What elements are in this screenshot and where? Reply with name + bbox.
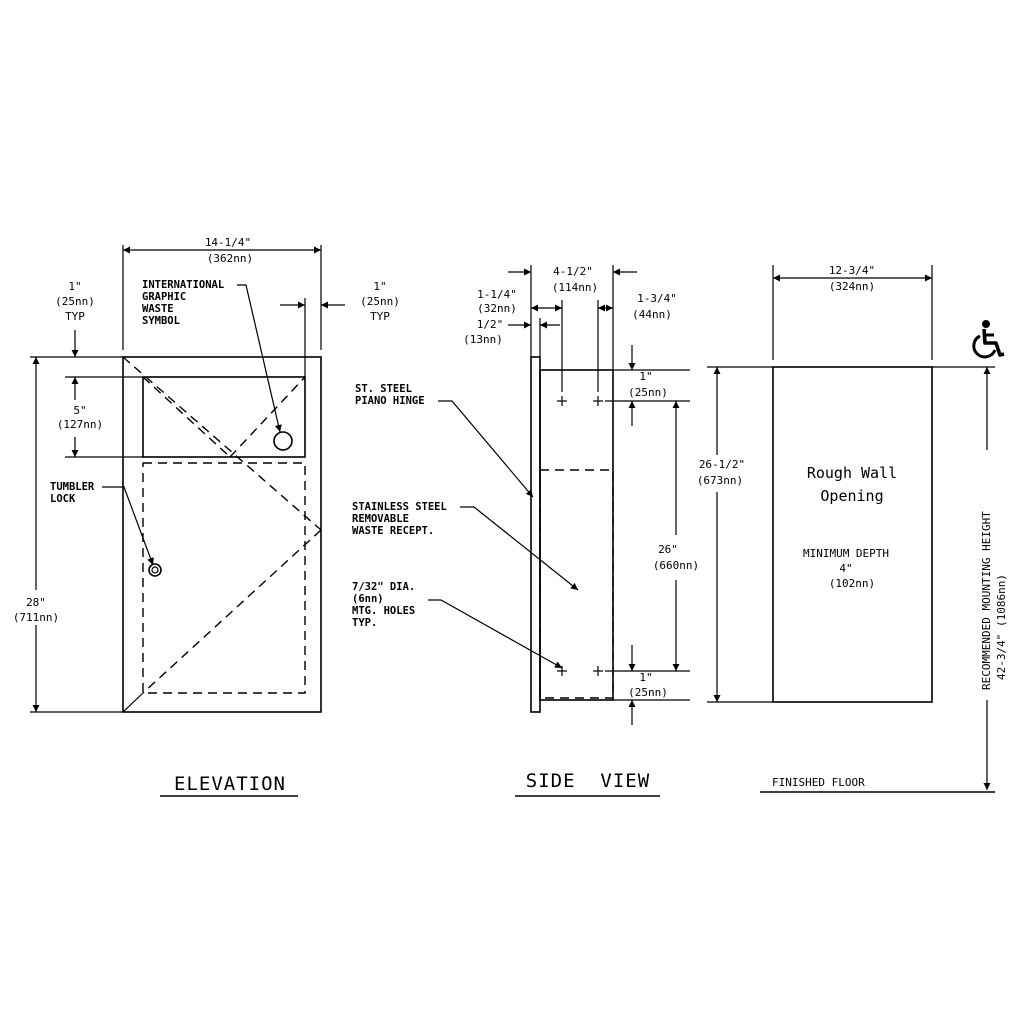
side-view-title: SIDE VIEW — [526, 770, 650, 792]
opening-label-2: Opening — [820, 487, 883, 505]
hinge-offset-dim-mm: (32nn) — [477, 302, 517, 315]
holes-label-2: (6nn) — [352, 593, 384, 605]
side-view: 4-1/2" (114nn) 1-1/4" (32nn) 1/2" (13nn)… — [352, 265, 699, 797]
holes-label-4: TYP. — [352, 617, 377, 629]
depth-label-2: 4" — [839, 562, 852, 575]
mounting-height-label: RECOMMENDED MOUNTING HEIGHT — [980, 511, 993, 690]
hole-spacing-dim-mm: (660nn) — [653, 559, 699, 572]
hinge-offset-dim: 1-1/4" — [477, 288, 517, 301]
elevation-title: ELEVATION — [174, 773, 286, 795]
rear-offset-dim-mm: (44nn) — [632, 308, 672, 321]
door-outline — [142, 462, 306, 694]
rear-offset-dim: 1-3/4" — [637, 292, 677, 305]
hinge-label-2: PIANO HINGE — [355, 395, 425, 407]
right-margin-dim: 1" — [373, 280, 386, 293]
depth-label-1: MINIMUM DEPTH — [803, 547, 889, 560]
top-panel-dim-mm: (127nn) — [57, 418, 103, 431]
symbol-label-1: INTERNATIONAL — [142, 279, 224, 291]
opening-height-dim-mm: (673nn) — [697, 474, 743, 487]
opening-width-dim-mm: (324nn) — [829, 280, 875, 293]
receptacle-label-1: STAINLESS STEEL — [352, 501, 447, 513]
upper-panel — [142, 376, 306, 458]
mounting-holes — [557, 396, 603, 676]
elevation-width-dim-mm: (362nn) — [207, 252, 253, 265]
wheelchair-icon — [972, 320, 1005, 359]
opening-height-dim: 26-1/2" — [699, 458, 745, 471]
opening-label-1: Rough Wall — [807, 464, 897, 482]
bottom-hole-dim: 1" — [639, 671, 652, 684]
elevation-height-dim-mm: (711nn) — [13, 611, 59, 624]
top-hole-dim-mm: (25nn) — [628, 386, 668, 399]
flange-dim-mm: (13nn) — [463, 333, 503, 346]
side-depth-dim: 4-1/2" — [553, 265, 593, 278]
lock-label-2: LOCK — [50, 493, 76, 505]
flange — [530, 356, 541, 713]
top-hole-dim: 1" — [639, 370, 652, 383]
hinge-label-1: ST. STEEL — [355, 383, 412, 395]
symbol-label-4: SYMBOL — [142, 315, 180, 327]
finished-floor-label: FINISHED FLOOR — [772, 776, 865, 789]
rough-opening-rect — [772, 366, 933, 703]
flange-dim: 1/2" — [477, 318, 504, 331]
receptacle-label-2: REMOVABLE — [352, 513, 409, 525]
elevation-width-dim: 14-1/4" — [205, 236, 251, 249]
top-panel-dim: 5" — [73, 404, 86, 417]
bottom-hole-dim-mm: (25nn) — [628, 686, 668, 699]
side-body — [539, 369, 614, 701]
tumbler-lock-icon — [148, 563, 162, 577]
lock-label-1: TUMBLER — [50, 481, 95, 493]
holes-label-3: MTG. HOLES — [352, 605, 415, 617]
left-margin-dim-mm: (25nn) — [55, 295, 95, 308]
right-margin-typ: TYP — [370, 310, 390, 323]
opening-width-dim: 12-3/4" — [829, 264, 875, 277]
elevation-view: 14-1/4" (362nn) 1" (25nn) TYP 1" (25nn) … — [13, 236, 400, 797]
symbol-label-2: GRAPHIC — [142, 291, 186, 303]
right-margin-dim-mm: (25nn) — [360, 295, 400, 308]
depth-label-3: (102nn) — [829, 577, 875, 590]
rough-opening-view: 12-3/4" (324nn) 26-1/2" (673nn) Rough Wa… — [697, 264, 1008, 793]
holes-label-1: 7/32" DIA. — [352, 581, 415, 593]
symbol-label-3: WASTE — [142, 303, 174, 315]
elevation-frame — [122, 356, 322, 713]
mounting-height-dim: 42-3/4" (1086nn) — [995, 574, 1008, 680]
left-margin-dim: 1" — [68, 280, 81, 293]
elevation-height-dim: 28" — [26, 596, 46, 609]
waste-receptacle — [539, 469, 614, 699]
side-depth-dim-mm: (114nn) — [552, 281, 598, 294]
left-margin-typ: TYP — [65, 310, 85, 323]
receptacle-label-3: WASTE RECEPT. — [352, 525, 434, 537]
hole-spacing-dim: 26" — [658, 543, 678, 556]
waste-symbol-icon — [273, 431, 293, 451]
